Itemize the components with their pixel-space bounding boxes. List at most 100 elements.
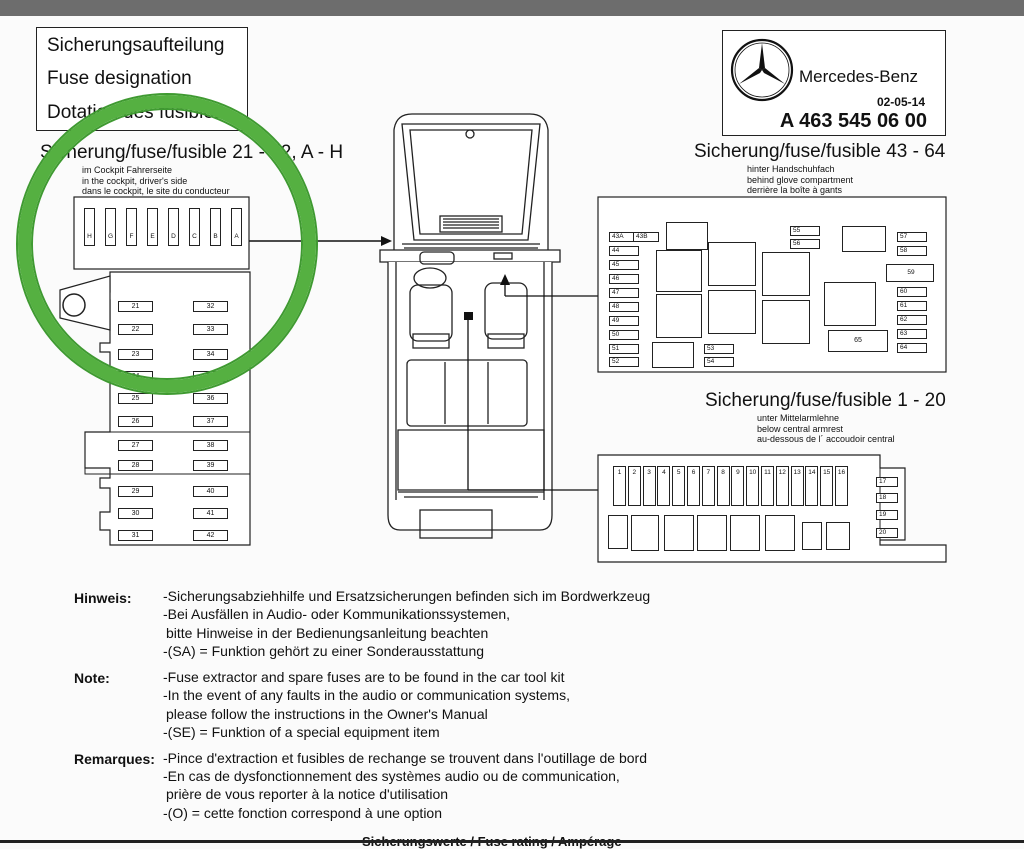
slot-fuse-13: 13 [790, 466, 804, 506]
fuse-62: 62 [897, 315, 927, 325]
hinweis-line: -Sicherungsabziehhilfe und Ersatzsicheru… [163, 588, 651, 604]
slot-fuse-8: 8 [716, 466, 730, 506]
fuse-46: 46 [609, 274, 639, 284]
relay [826, 522, 850, 550]
fuse-28: 28 [118, 460, 153, 471]
fuse-63: 63 [897, 329, 927, 339]
fuse-26: 26 [118, 416, 153, 427]
relay [762, 300, 810, 344]
slot-fuse-14: 14 [805, 466, 819, 506]
relay [824, 282, 876, 326]
fuse-55: 55 [790, 226, 820, 236]
slot-fuse-10: 10 [746, 466, 760, 506]
fuse-41: 41 [193, 508, 228, 519]
slot-fuse-6: 6 [687, 466, 700, 506]
top-bar [0, 0, 1024, 16]
hinweis-line: bitte Hinweise in der Bedienungsanleitun… [166, 625, 489, 641]
fuse-61: 61 [897, 301, 927, 311]
brand-box: Mercedes-Benz 02-05-14 A 463 545 06 00 [722, 30, 946, 136]
slot-fuse-5: 5 [672, 466, 686, 506]
fuse-64: 64 [897, 343, 927, 353]
fuse-31: 31 [118, 530, 153, 541]
relay [664, 515, 694, 551]
fuse-39: 39 [193, 460, 228, 471]
title-en: Fuse designation [47, 68, 192, 89]
hinweis-label: Hinweis: [74, 590, 132, 606]
slot-fuse-16: 16 [835, 466, 848, 506]
fuse-25: 25 [118, 393, 153, 404]
remarques-line: prière de vous reporter à la notice d'ut… [166, 786, 449, 802]
note-line: -(SE) = Funktion of a special equipment … [163, 724, 440, 740]
fuse-label: 13 [793, 469, 801, 476]
relay [708, 290, 756, 334]
fuse-57: 57 [897, 232, 927, 242]
fuse-label: 7 [706, 469, 711, 476]
remarques-label: Remarques: [74, 751, 155, 767]
fuse-51: 51 [609, 344, 639, 354]
fuse-58: 58 [897, 246, 927, 256]
slot-fuse-2: 2 [627, 466, 641, 506]
relay-65: 65 [828, 330, 888, 352]
relay [656, 250, 702, 292]
fuse-label: 12 [778, 469, 786, 476]
fuse-43B: 43B [633, 232, 659, 242]
slot-fuse-3: 3 [642, 466, 656, 506]
fuse-47: 47 [609, 288, 639, 298]
fuse-label: 16 [837, 469, 846, 476]
fuse-27: 27 [118, 440, 153, 451]
fuse-59: 59 [886, 264, 934, 282]
fuse-30: 30 [118, 508, 153, 519]
relay [656, 294, 702, 338]
fuse-40: 40 [193, 486, 228, 497]
relay [762, 252, 810, 296]
note-line: -Fuse extractor and spare fuses are to b… [163, 669, 565, 685]
fuse-18: 18 [876, 493, 898, 503]
brand-name: Mercedes-Benz [799, 67, 919, 86]
fuse-54: 54 [704, 357, 734, 367]
slot-fuse-9: 9 [731, 466, 745, 506]
fuse-56: 56 [790, 239, 820, 249]
fuse-37: 37 [193, 416, 228, 427]
fuse-label: 15 [823, 469, 831, 476]
hinweis-line: -Bei Ausfällen in Audio- oder Kommunikat… [163, 606, 511, 622]
document-date: 02-05-14 [876, 95, 925, 109]
relay [608, 515, 628, 549]
remarques-line: -En cas de dysfonctionnement des système… [163, 768, 620, 784]
mercedes-star-icon [730, 38, 794, 102]
fuse-36: 36 [193, 393, 228, 404]
hinweis-line: -(SA) = Funktion gehört zu einer Sondera… [163, 643, 485, 659]
relay [631, 515, 659, 551]
fuse-label: 8 [721, 469, 725, 476]
armrest-location: unter Mittelarmlehne below central armre… [757, 413, 895, 444]
fuse-29: 29 [118, 486, 153, 497]
relay [697, 515, 727, 551]
fuse-label: 3 [647, 469, 651, 476]
slot-fuse-1: 1 [613, 466, 626, 506]
part-number: A 463 545 06 00 [779, 110, 927, 132]
fuse-44: 44 [609, 246, 639, 256]
fuse-42: 42 [193, 530, 228, 541]
fuse-53: 53 [704, 344, 734, 354]
fuse-60: 60 [897, 287, 927, 297]
remarques-line: -Pince d'extraction et fusibles de recha… [163, 750, 647, 766]
fuse-38: 38 [193, 440, 228, 451]
relay [765, 515, 795, 551]
remarques-line: -(O) = cette fonction correspond à une o… [163, 805, 442, 821]
fuse-label: 11 [764, 469, 771, 476]
glove-location: hinter Handschuhfach behind glove compar… [747, 164, 854, 195]
glove-heading: Sicherung/fuse/fusible 43 - 64 [694, 141, 946, 162]
center-marker [464, 312, 473, 320]
fuse-label: 1 [617, 469, 622, 476]
relay [708, 242, 756, 286]
highlight-circle [18, 95, 316, 393]
title-de: Sicherungsaufteilung [47, 35, 225, 56]
note-line: please follow the instructions in the Ow… [166, 706, 488, 722]
relay [666, 222, 708, 250]
slot-fuse-4: 4 [657, 466, 671, 506]
fuse-48: 48 [609, 302, 639, 312]
fuse-52: 52 [609, 357, 639, 367]
fuse-19: 19 [876, 510, 898, 520]
vehicle-top-view [379, 113, 561, 539]
fuse-label: 14 [808, 469, 816, 476]
fuse-label: 4 [662, 469, 666, 476]
